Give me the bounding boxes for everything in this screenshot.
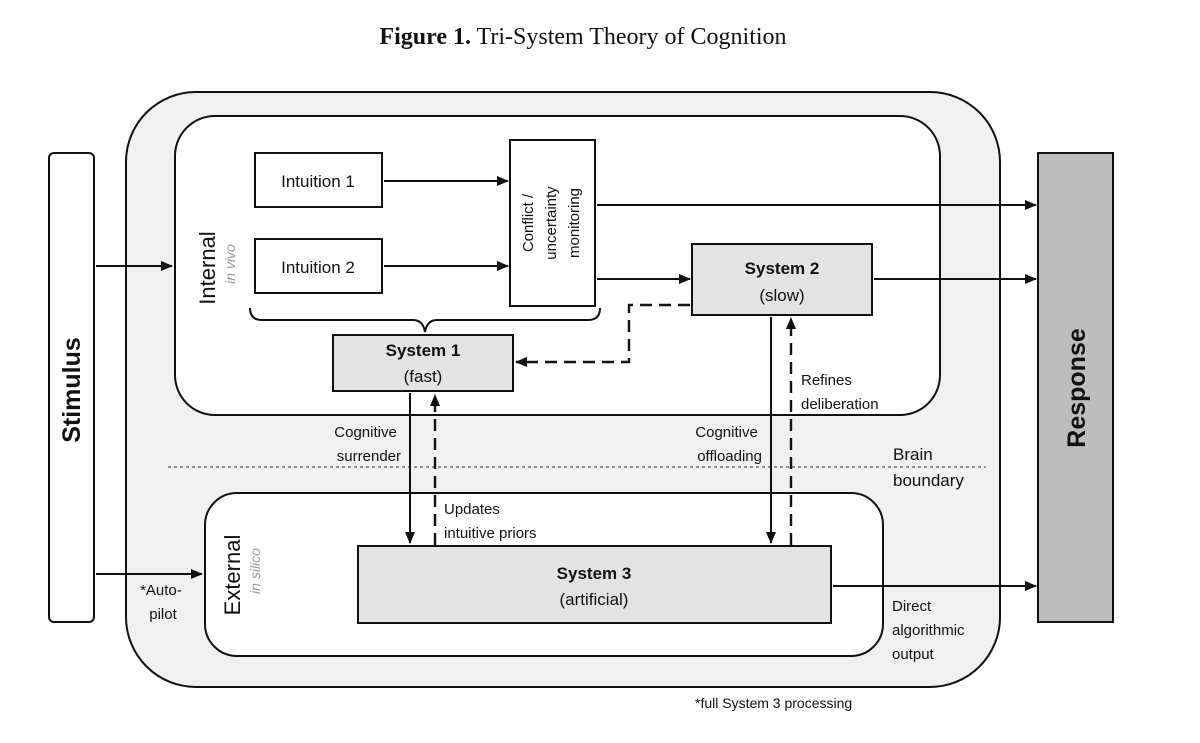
external-label: External xyxy=(220,535,245,616)
intuition-1-label: Intuition 1 xyxy=(281,172,355,191)
direct-output-label: Direct algorithmic output xyxy=(892,598,969,663)
brain-boundary-label: Brain boundary xyxy=(893,445,964,490)
footnote: *full System 3 processing xyxy=(695,695,852,711)
autopilot-label: *Auto- pilot xyxy=(140,582,186,623)
arrow-system2-to-system1 xyxy=(515,303,690,367)
updates-priors-label: Updates intuitive priors xyxy=(444,501,537,542)
internal-label-group: Internal in vivo xyxy=(195,231,238,304)
stimulus-box xyxy=(48,152,95,623)
system-2-desc: (slow) xyxy=(759,286,804,305)
conflict-line-2: uncertainty xyxy=(543,186,560,260)
system-3-box xyxy=(357,545,832,624)
internal-label: Internal xyxy=(195,231,220,304)
conflict-line-1: Conflict / xyxy=(520,193,537,252)
response-box xyxy=(1037,152,1114,623)
intuition-2-box xyxy=(254,238,383,294)
external-label-group: External in silico xyxy=(220,535,263,616)
system-3-desc: (artificial) xyxy=(560,590,629,609)
conflict-monitoring-box xyxy=(509,139,596,307)
intuition-1-box xyxy=(254,152,383,208)
system-1-desc: (fast) xyxy=(404,367,443,386)
external-sublabel: in silico xyxy=(247,548,263,594)
system-2-box xyxy=(691,243,873,316)
figure-title: Figure 1. Tri-System Theory of Cognition xyxy=(379,24,786,50)
conflict-line-3: monitoring xyxy=(566,188,583,258)
system-3-name: System 3 xyxy=(557,564,632,583)
surrender-label: Cognitive surrender xyxy=(334,424,401,465)
intuition-2-label: Intuition 2 xyxy=(281,258,355,277)
refines-label: Refines deliberation xyxy=(801,372,879,413)
system-2-name: System 2 xyxy=(745,259,820,278)
internal-sublabel: in vivo xyxy=(222,244,238,284)
system-1-box xyxy=(332,334,514,392)
offloading-label: Cognitive offloading xyxy=(695,424,762,465)
system-1-name: System 1 xyxy=(386,341,461,360)
response-label: Response xyxy=(1063,328,1091,448)
stimulus-label: Stimulus xyxy=(58,337,86,443)
intuitions-brace xyxy=(249,307,601,333)
